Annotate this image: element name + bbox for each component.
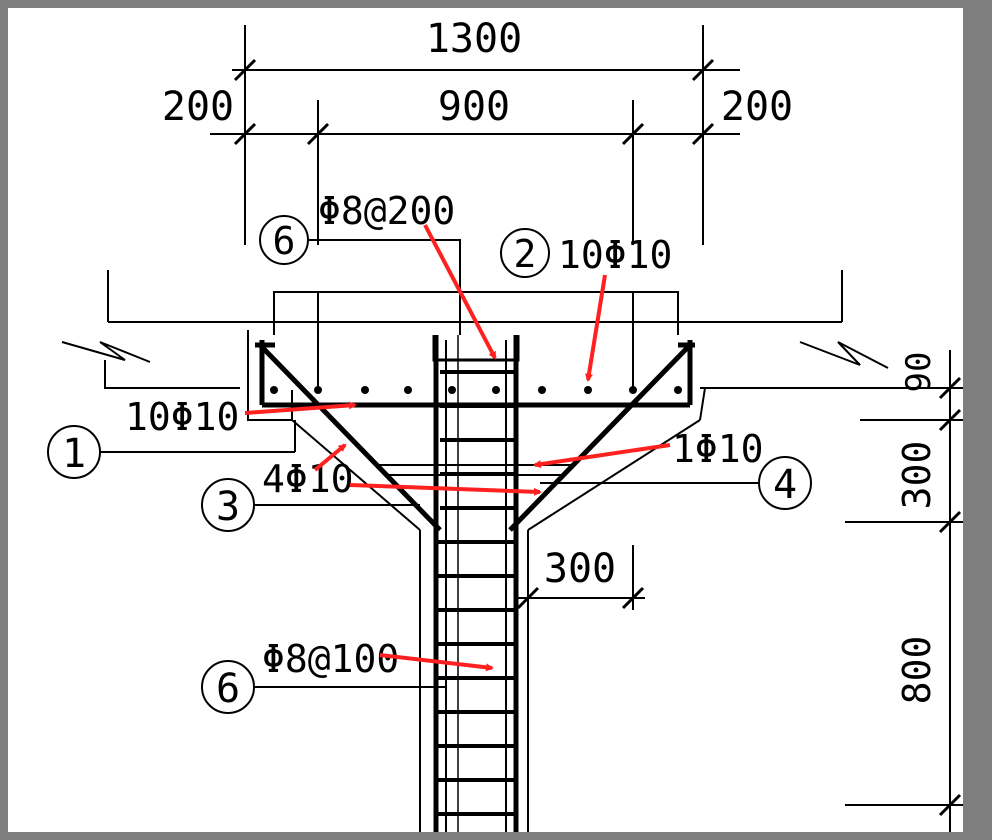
callout-2: 2 10Φ10 (500, 228, 672, 278)
bottom-bar-dots (270, 386, 682, 394)
rebar-dot (492, 386, 500, 394)
callout-6-top: 6 Φ8@200 (259, 189, 461, 335)
arrow-to-top-bars (585, 274, 607, 382)
rebar-dot (361, 386, 369, 394)
dim-right-low: 800 (895, 636, 939, 705)
rebar-dot (674, 386, 682, 394)
callout-3: 3 4Φ10 (201, 457, 420, 532)
dim-right-edge: 200 (721, 84, 793, 130)
dim-middle: 900 (438, 84, 510, 130)
column-width-dimension (515, 545, 645, 610)
arrow-to-column-stirrup (379, 653, 494, 672)
arrow-to-single-bar (533, 443, 671, 469)
callout-6-bottom: 6 Φ8@100 (201, 637, 445, 714)
callout-1-number: 1 (62, 431, 86, 477)
callout-3-label: 4Φ10 (262, 457, 354, 501)
top-dimension-lines (210, 25, 740, 245)
callout-3-number: 3 (216, 484, 240, 530)
callout-4: 4 1Φ10 (540, 427, 812, 510)
rebar-dot (584, 386, 592, 394)
callout-2-number: 2 (514, 232, 537, 276)
callout-6-bottom-label: Φ8@100 (262, 637, 399, 681)
column-stirrups (376, 370, 574, 816)
dim-right-top: 90 (899, 352, 939, 393)
arrow-to-diagonal (313, 443, 347, 472)
callout-2-label: 10Φ10 (558, 233, 672, 277)
callout-6-bottom-number: 6 (216, 666, 240, 712)
callout-1: 1 10Φ10 (47, 395, 296, 479)
right-dimension-lines (845, 350, 963, 832)
callout-4-number: 4 (773, 462, 797, 508)
arrow-to-bottom-bar (244, 401, 357, 415)
rebar-dot (404, 386, 412, 394)
annotation-arrows (244, 224, 671, 672)
rebar-dot (314, 386, 322, 394)
rebar-dot (538, 386, 546, 394)
arrow-to-haunch-bar (349, 483, 542, 496)
rebar-dot (270, 386, 278, 394)
arrow-to-stirrup-top (423, 224, 497, 360)
callout-1-label: 10Φ10 (125, 395, 239, 439)
dim-left-edge: 200 (162, 84, 234, 130)
drawing-sheet: 1300 200 900 200 (8, 8, 963, 832)
rebar-dot (629, 386, 637, 394)
dim-column-width: 300 (544, 546, 616, 592)
dim-top-total: 1300 (426, 16, 522, 62)
dim-right-mid: 300 (895, 441, 939, 510)
callout-6-top-number: 6 (273, 219, 296, 263)
rebar-dot (448, 386, 456, 394)
callout-6-top-label: Φ8@200 (318, 189, 455, 233)
reinforcement-detail-drawing: 1300 200 900 200 (47, 16, 963, 832)
callout-4-label: 1Φ10 (672, 427, 764, 471)
